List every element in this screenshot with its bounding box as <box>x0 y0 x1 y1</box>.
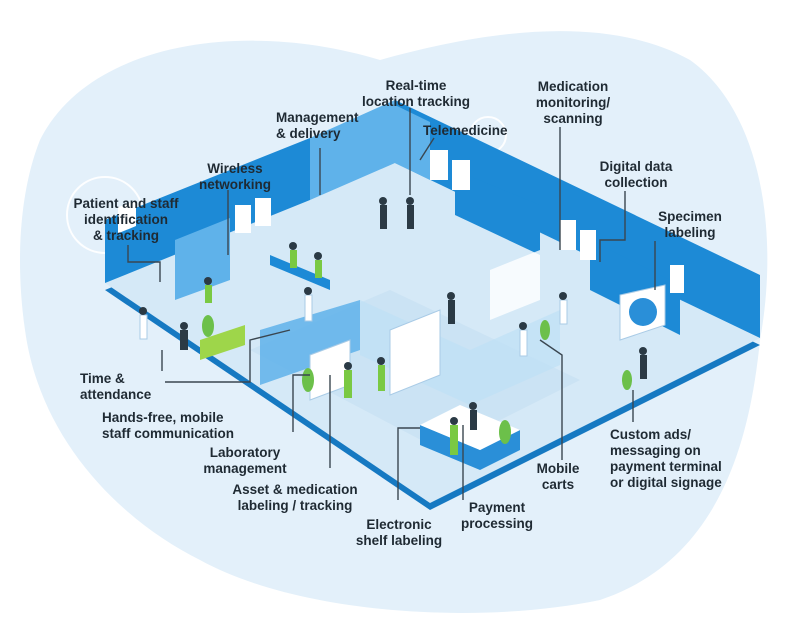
wall-mid-back <box>310 100 395 200</box>
label-mobile-carts: Mobile carts <box>536 461 580 492</box>
leader-lines <box>127 108 656 500</box>
label-specimen-labeling: Specimen labeling <box>658 209 722 240</box>
wall-partition-e <box>260 300 360 385</box>
wall-right-back <box>395 100 760 338</box>
label-hands-free-communication: Hands-free, mobile staff communication <box>102 410 235 441</box>
wall-partition-b <box>455 170 540 255</box>
people <box>139 197 647 455</box>
plants <box>202 315 632 444</box>
wall-left-back <box>105 138 310 283</box>
wall-partition-d <box>175 218 230 300</box>
lab-cabinet <box>389 309 441 396</box>
label-custom-ads-messaging: Custom ads/ messaging on payment termina… <box>610 427 722 490</box>
label-electronic-shelf-labeling: Electronic shelf labeling <box>355 517 443 548</box>
label-laboratory-management: Laboratory management <box>203 445 287 476</box>
mri-ring <box>629 298 657 326</box>
front-desk <box>200 325 245 360</box>
label-telemedicine: Telemedicine <box>423 123 508 138</box>
label-digital-data-collection: Digital data collection <box>599 159 673 190</box>
label-wireless-networking: Wireless networking <box>198 161 271 192</box>
waiting-bench <box>270 255 330 290</box>
label-medication-monitoring: Medication monitoring/ scanning <box>535 79 611 126</box>
label-asset-medication-labeling: Asset & medication labeling / tracking <box>232 482 358 513</box>
label-management-delivery: Management & delivery <box>276 110 359 141</box>
wall-partition-a <box>395 105 430 180</box>
label-time-attendance: Time & attendance <box>80 371 152 402</box>
glass-partition-2 <box>470 310 560 405</box>
label-real-time-location-tracking: Real-time location tracking <box>361 78 471 109</box>
glass-partition-3 <box>490 250 540 320</box>
label-payment-processing: Payment processing <box>460 500 534 531</box>
label-patient-staff-identification: Patient and staff identification & track… <box>73 196 179 243</box>
reception-desk <box>420 425 520 470</box>
windows <box>118 150 684 293</box>
